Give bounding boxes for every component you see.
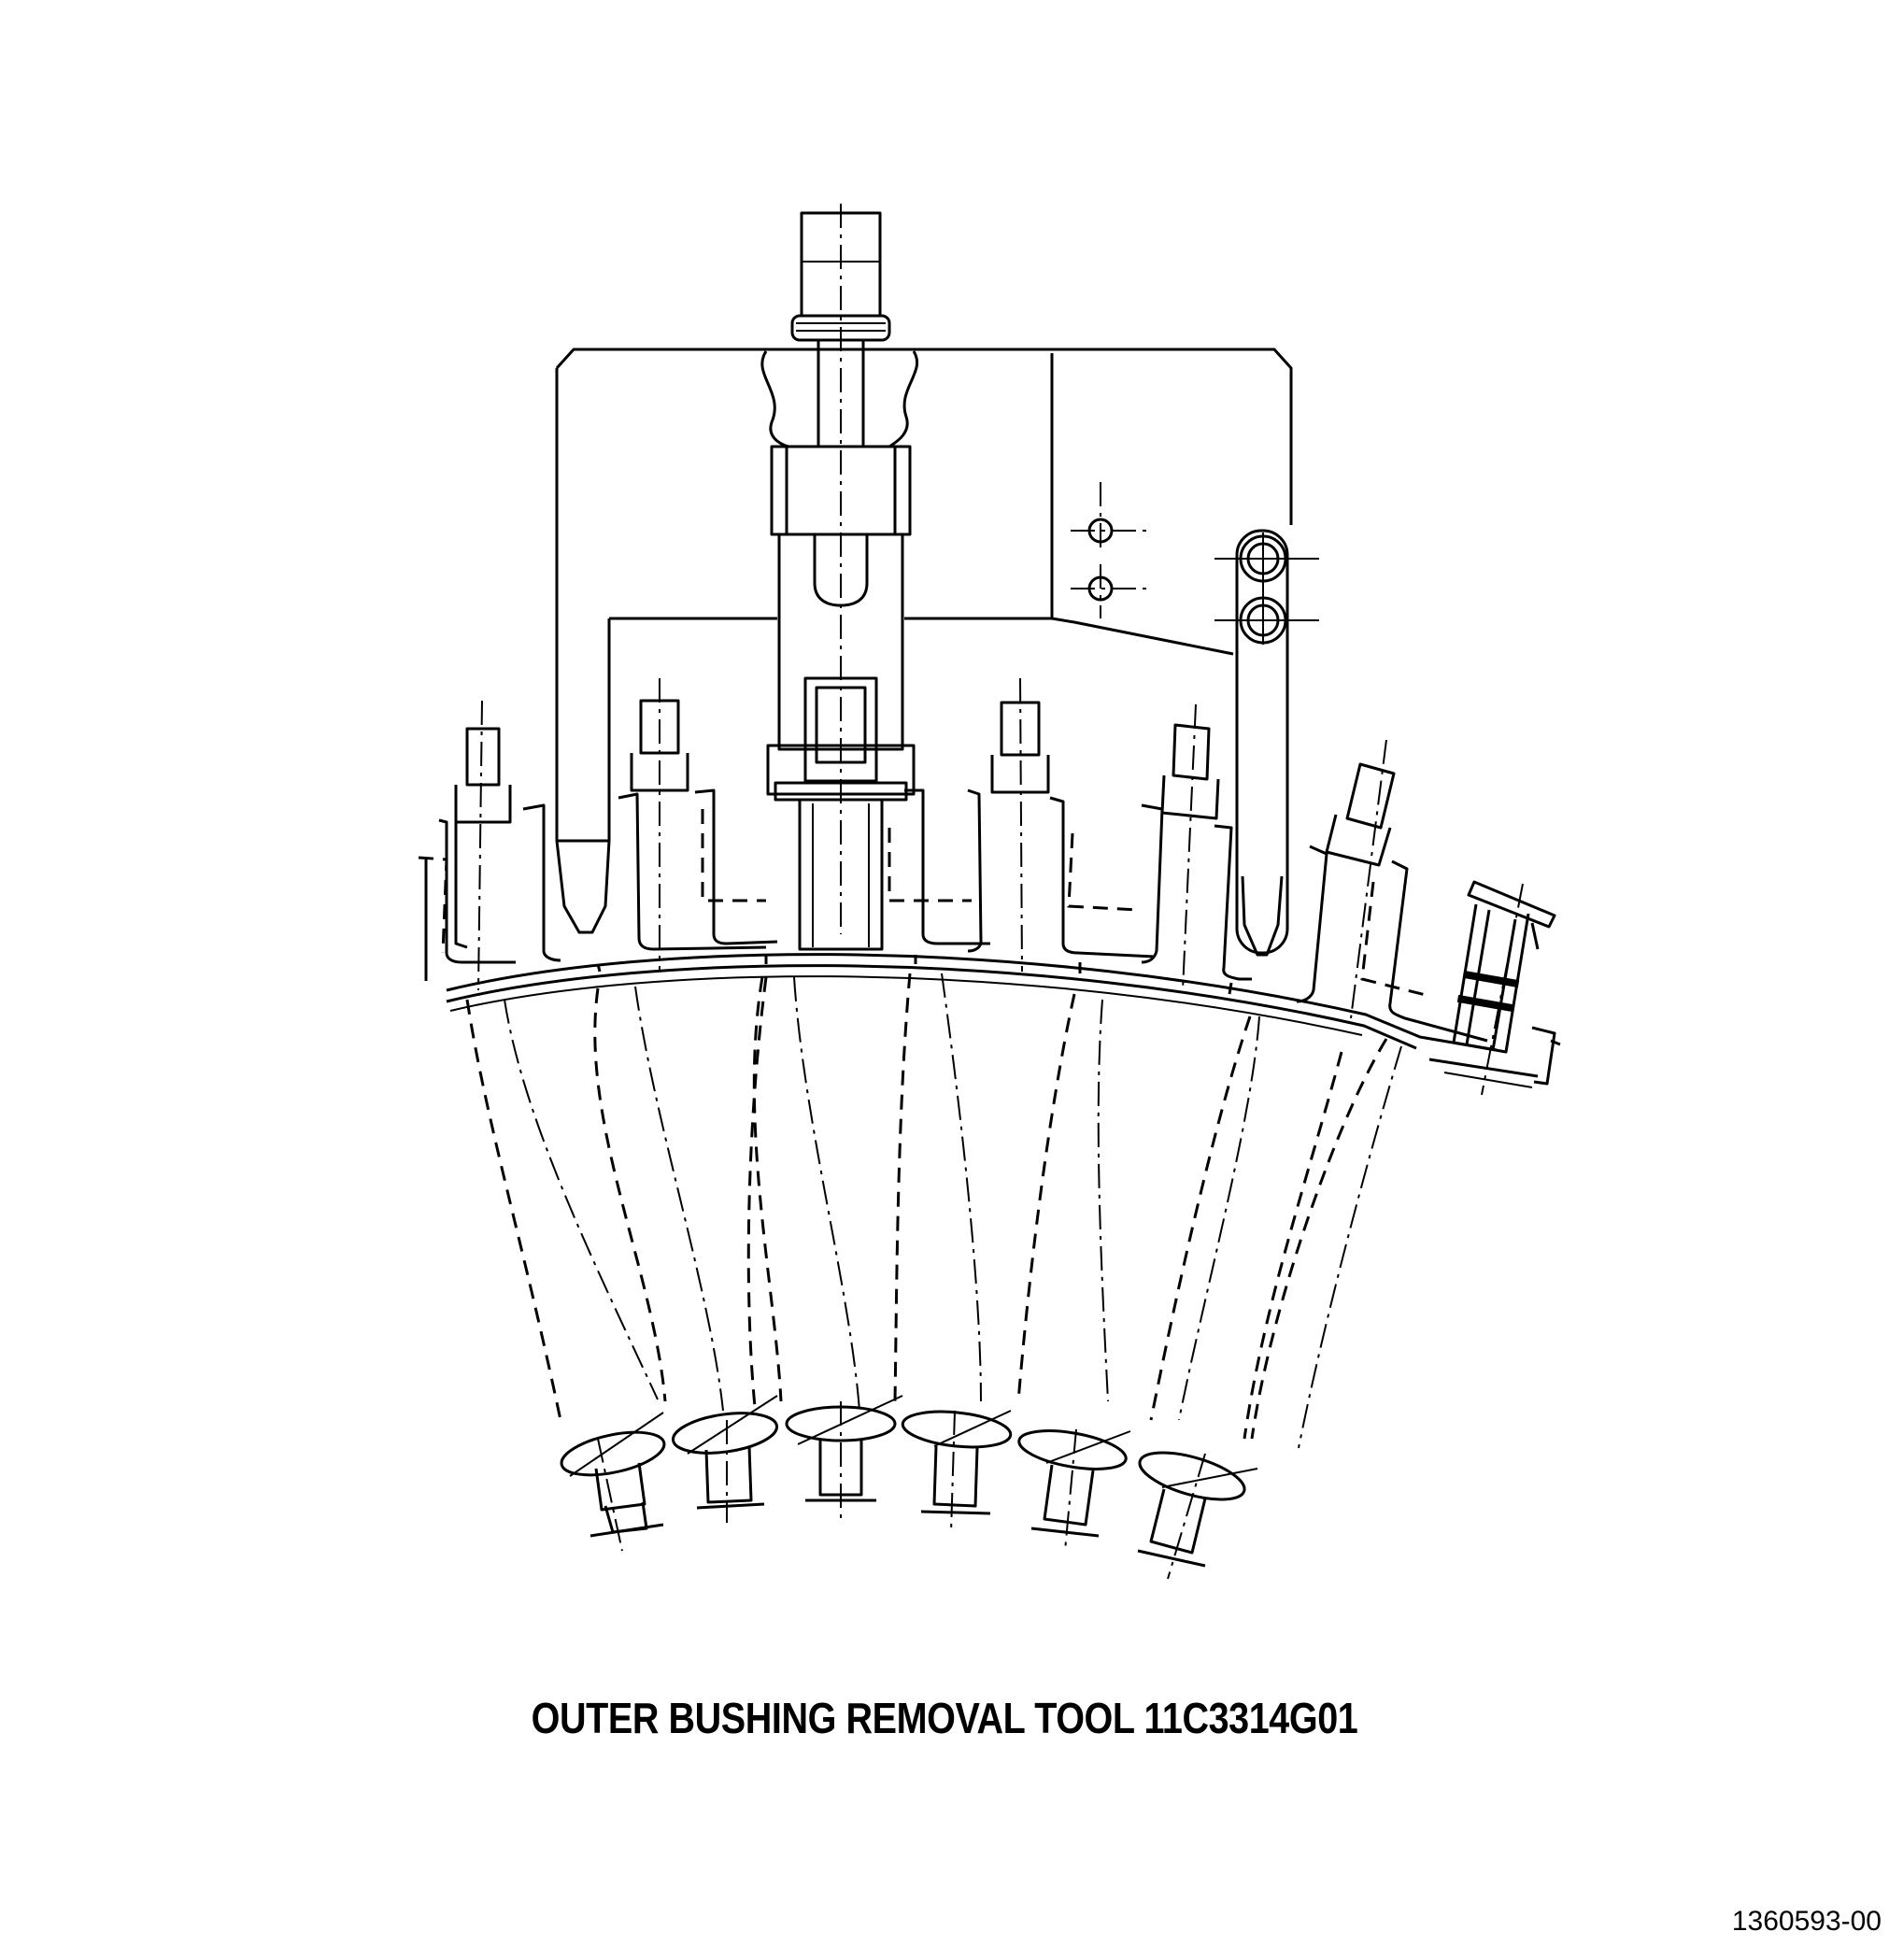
inner-bushings (560, 1395, 1258, 1580)
vane-spindles-outer (454, 677, 1396, 1019)
center-housing (766, 445, 916, 951)
forcing-screw (790, 204, 891, 934)
vane-platforms (418, 788, 1488, 1043)
set-screw-lower-icon (1071, 564, 1151, 618)
vane-airfoils (465, 973, 1402, 1449)
figure-caption: OUTER BUSHING REMOVAL TOOL 11C3314G01 (531, 1694, 1358, 1742)
reference-number: 1360593-00 (1731, 1906, 1882, 1937)
end-bushing-assembly (1428, 880, 1561, 1096)
outer-case (446, 953, 1498, 1052)
adjustable-leg (1214, 529, 1319, 957)
tool-frame (555, 348, 1293, 934)
set-screw-upper-icon (1071, 482, 1151, 553)
